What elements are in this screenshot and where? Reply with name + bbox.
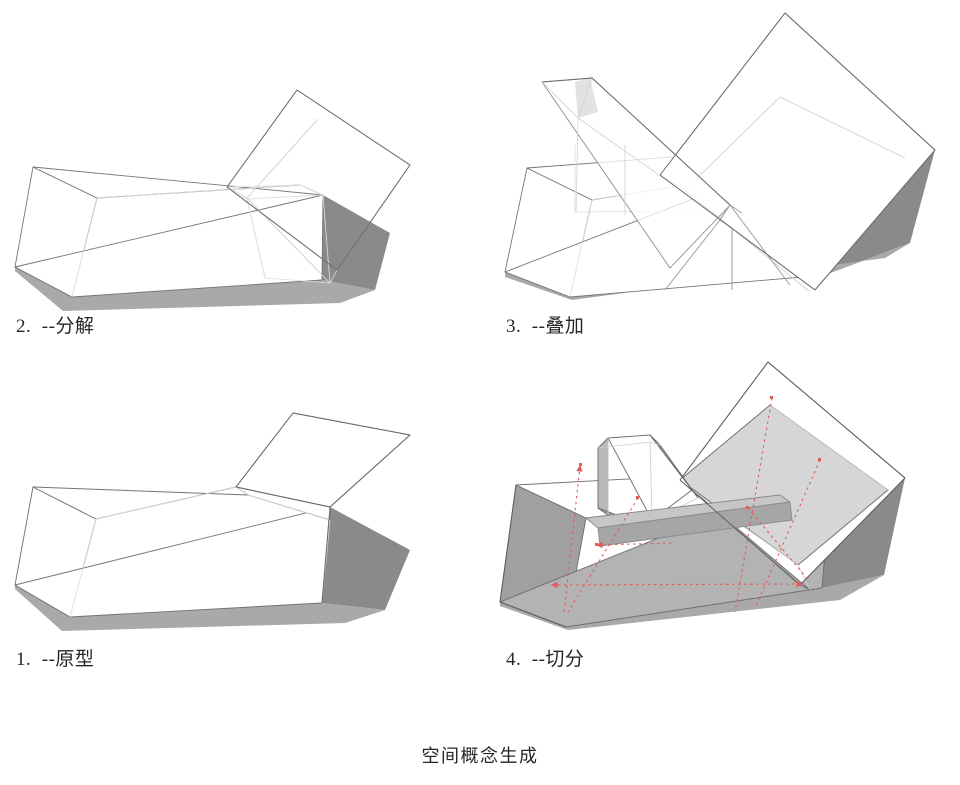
red-endpoint-dot — [579, 463, 582, 466]
panel-caption-subdivision: 4. --切分 — [506, 649, 585, 670]
lifted-volume-outline-emph — [226, 89, 411, 271]
red-endpoint-dot — [770, 396, 773, 399]
panel-caption-prototype: 1. --原型 — [16, 649, 95, 670]
panel-superposition — [480, 0, 960, 315]
partition-side-face — [597, 437, 609, 516]
prototype-outline-emph — [235, 412, 411, 604]
figure-caption: 空间概念生成 — [421, 746, 539, 766]
tray-front-face — [14, 194, 324, 298]
base-tray-solid — [14, 166, 324, 298]
shadow-base-band — [15, 585, 385, 631]
prototype-diagram-svg — [14, 412, 411, 631]
left-wedge-inner-lines — [541, 77, 731, 219]
red-axis-5 — [734, 397, 773, 613]
shadow-base-band — [500, 575, 884, 630]
red-axis-4 — [567, 497, 639, 613]
red-endpoint-dot — [636, 496, 639, 499]
right-wing-faint-lines — [691, 404, 889, 591]
red-dotted-axes-group — [550, 397, 821, 614]
prototype-faint-inner-edges — [69, 486, 331, 618]
red-axis-endpoints-group — [579, 396, 821, 546]
sub-outline-emph — [499, 361, 906, 628]
red-endpoint-dot — [595, 543, 598, 546]
decomposition-diagram-svg — [14, 89, 411, 311]
panel-subdivision — [480, 350, 960, 640]
panel-caption-decomposition: 2. --分解 — [16, 316, 95, 337]
panel-decomposition — [0, 75, 440, 315]
red-endpoint-dot — [818, 458, 821, 461]
lifted-slab-inner-edge-b — [246, 118, 319, 199]
ghost-box-side — [227, 186, 266, 279]
red-axis-3 — [563, 464, 583, 614]
red-axis-7 — [747, 507, 811, 583]
panel-caption-superposition: 3. --叠加 — [506, 316, 585, 337]
shadow-wing — [322, 507, 410, 610]
superposition-outline-emph — [541, 12, 936, 291]
ghost-volume-below — [227, 184, 331, 284]
bench-front-face — [597, 501, 793, 547]
subdivision-diagram-svg — [499, 361, 906, 630]
sub-low-bench — [585, 494, 793, 547]
red-endpoint-dot — [746, 506, 749, 509]
prototype-l-volume — [14, 412, 411, 618]
superposition-diagram-svg — [504, 12, 936, 300]
prototype-shadow-group — [15, 507, 410, 631]
panel-prototype — [0, 395, 440, 635]
